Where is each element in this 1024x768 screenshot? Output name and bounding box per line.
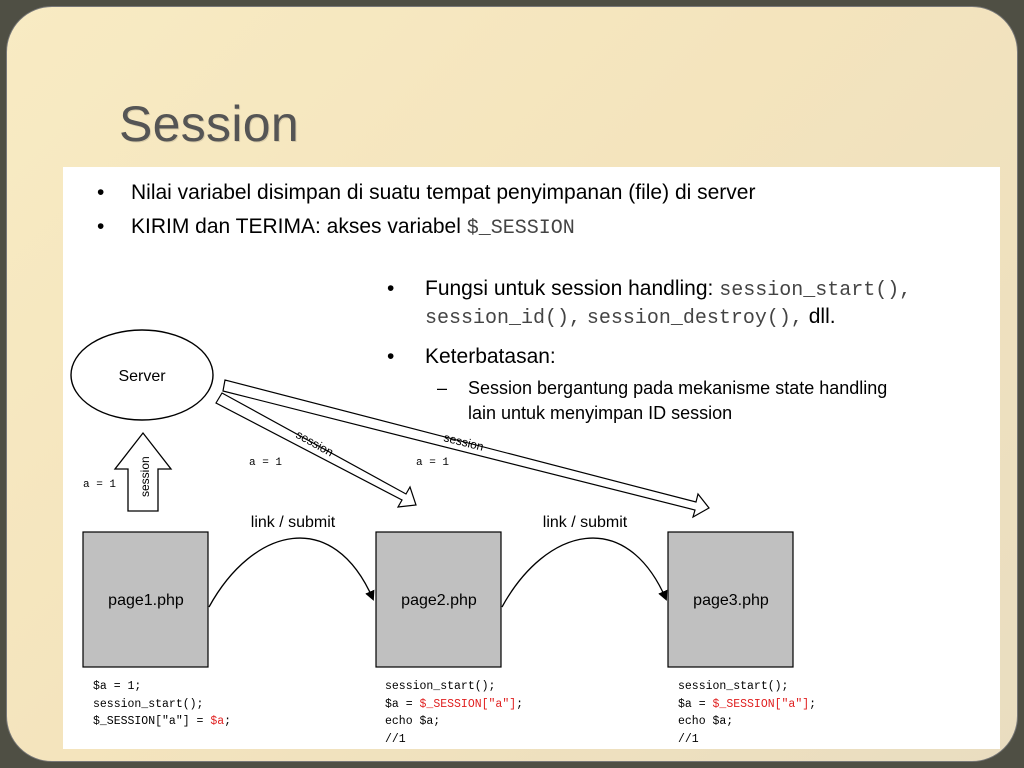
- page2-code: session_start(); $a = $_SESSION["a"]; ec…: [385, 678, 523, 748]
- bullet-code: $_SESSION: [466, 217, 575, 240]
- code-line: echo $a;: [678, 715, 734, 728]
- page3-box: [667, 531, 794, 668]
- code-semicolon: ;: [224, 715, 232, 728]
- bullet-text-wrap: KIRIM dan TERIMA: akses variabel $_SESSI…: [131, 215, 575, 240]
- code-session-var: $_SESSION["a"]: [419, 697, 517, 711]
- fn-session-id: session_id(),: [425, 307, 582, 330]
- limit-dash: –: [437, 378, 448, 398]
- value-label-left: a = 1: [83, 479, 116, 491]
- link-arrow-1: [208, 537, 375, 608]
- bullet-dot-limits: •: [387, 345, 395, 368]
- value-label-right: a = 1: [416, 457, 449, 469]
- code-line: session_start();: [678, 680, 789, 693]
- value-label-mid: a = 1: [249, 457, 282, 469]
- code-line: session_start();: [385, 680, 496, 693]
- functions-tail: dll.: [802, 305, 836, 328]
- code-semicolon: ;: [809, 697, 817, 711]
- server-ellipse: [70, 329, 214, 421]
- code-semicolon: ;: [516, 697, 524, 711]
- code-line: //1: [385, 732, 406, 746]
- link-label-1: link / submit: [251, 514, 336, 531]
- page3-code: session_start(); $a = $_SESSION["a"]; ec…: [678, 678, 816, 748]
- code-var: $a: [210, 715, 225, 728]
- limit-line-2: lain untuk menyimpan ID session: [468, 403, 733, 423]
- page1-box: [82, 531, 209, 668]
- functions-line-2: session_id(), session_destroy(), dll.: [425, 305, 836, 330]
- page2-box: [375, 531, 502, 668]
- limits-label: Keterbatasan:: [425, 345, 556, 368]
- code-line: $a =: [678, 697, 713, 711]
- page2-label: page2.php: [401, 592, 477, 609]
- upload-arrow: [113, 431, 173, 512]
- bullet-text: KIRIM dan TERIMA: akses variabel: [131, 215, 467, 238]
- link-label-2: link / submit: [543, 514, 628, 531]
- session-arrow-page3: [222, 379, 710, 519]
- session-diagram: Server session session session a = 1 a =…: [70, 329, 794, 668]
- code-line: echo $a;: [385, 715, 441, 728]
- functions-line-1: Fungsi untuk session handling: session_s…: [425, 277, 911, 302]
- functions-label: Fungsi untuk session handling:: [425, 277, 720, 300]
- upload-arrow-label: session: [138, 456, 152, 497]
- slide-title: Session: [119, 96, 299, 152]
- fn-session-destroy: session_destroy(),: [586, 307, 803, 330]
- bullet-text: Nilai variabel disimpan di suatu tempat …: [131, 181, 756, 204]
- code-line: $a = 1;: [93, 680, 142, 693]
- code-session-var: $_SESSION["a"]: [712, 697, 810, 711]
- page1-code: $a = 1; session_start(); $_SESSION["a"] …: [93, 678, 231, 731]
- slide: Session • Nilai variabel disimpan di sua…: [6, 6, 1018, 762]
- limit-line-1: Session bergantung pada mekanisme state …: [468, 378, 888, 398]
- bullet-dot: •: [97, 181, 105, 204]
- page3-label: page3.php: [693, 592, 769, 609]
- fn-session-start: session_start(),: [719, 279, 912, 302]
- code-line: $a =: [385, 697, 420, 711]
- bullet-dot: •: [97, 215, 105, 238]
- link-arrow-2: [501, 537, 668, 608]
- code-line: $_SESSION["a"] =: [93, 715, 211, 728]
- bullet-dot-functions: •: [387, 277, 395, 300]
- code-line: //1: [678, 732, 699, 746]
- server-label: Server: [118, 368, 166, 385]
- page1-label: page1.php: [108, 592, 184, 609]
- code-line: session_start();: [93, 697, 204, 711]
- session-arrow-page2: [215, 392, 417, 508]
- content-image-panel: • Nilai variabel disimpan di suatu tempa…: [63, 167, 1000, 749]
